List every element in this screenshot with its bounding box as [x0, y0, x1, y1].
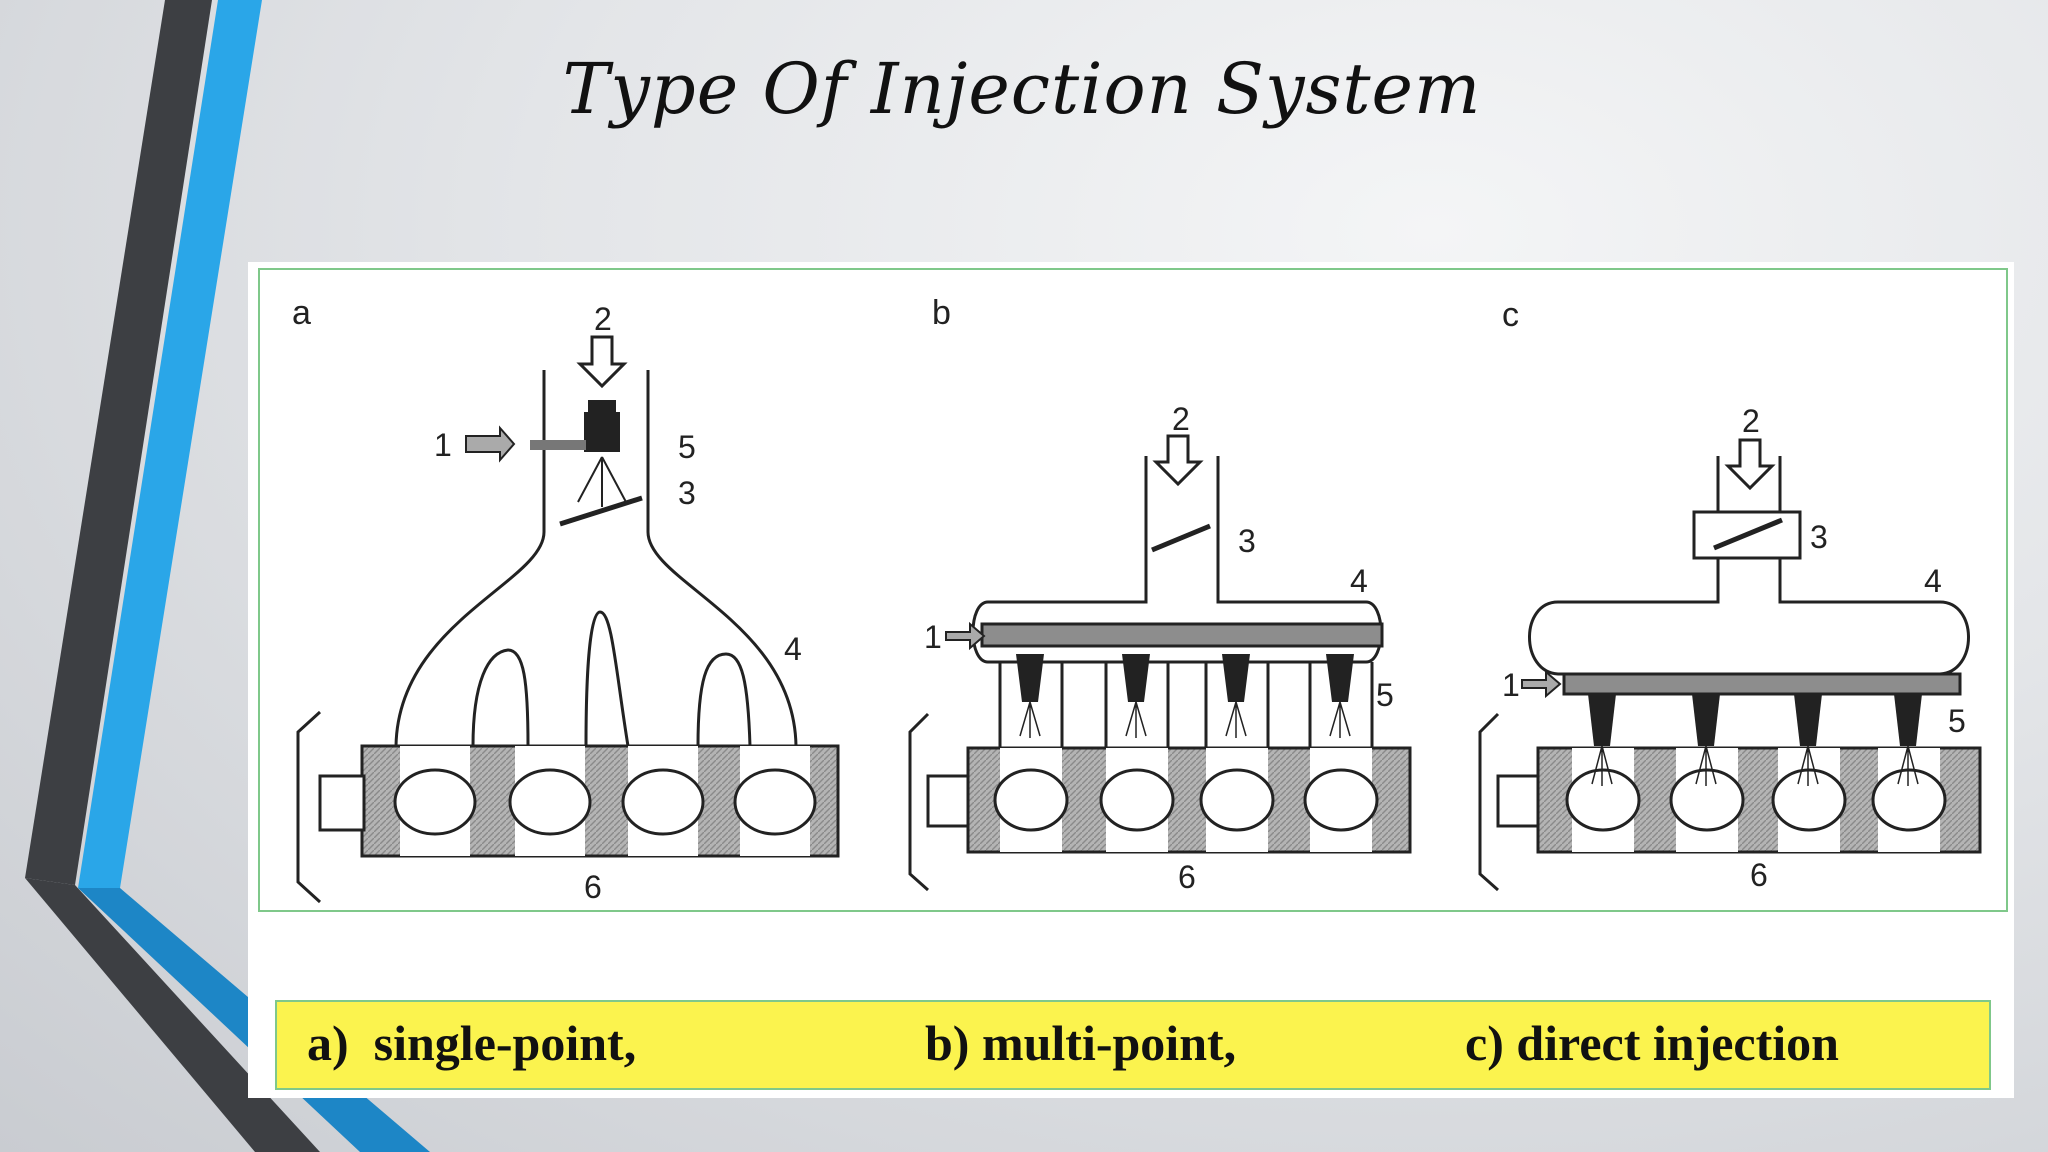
panel-c-flywheel — [1478, 712, 1540, 892]
panel-b-fuel-rail — [980, 622, 1384, 648]
panel-c-injectors — [1588, 694, 1922, 746]
panel-c-air-arrow — [1724, 438, 1776, 491]
slide-title: Type Of Injection System — [562, 48, 1482, 130]
panel-c-fuel-rail — [1562, 672, 1962, 696]
injection-diagram: a — [292, 294, 1982, 905]
panel-a-air-arrow — [576, 335, 628, 389]
panel-a-label-4: 4 — [784, 631, 802, 667]
panel-b-sprays — [1019, 701, 1351, 738]
panel-b-label-1: 1 — [924, 619, 942, 655]
panel-c-throttle-body — [1692, 510, 1802, 560]
caption-direct-injection: c) direct injection — [1465, 1015, 1839, 1071]
caption-single-point: a) single-point, — [307, 1015, 637, 1071]
panel-a-flywheel — [296, 710, 366, 904]
panel-b-fuel-arrow — [945, 621, 986, 651]
panel-b-injectors — [1016, 654, 1354, 702]
panel-b-letter: b — [932, 294, 951, 332]
panel-c: c — [1478, 296, 1982, 893]
panel-c-label-6: 6 — [1750, 857, 1768, 893]
panel-b: b — [908, 294, 1412, 895]
panel-a-label-6: 6 — [584, 869, 602, 905]
panel-b-label-6: 6 — [1178, 859, 1196, 895]
panel-c-cylinders — [1565, 748, 1947, 852]
panel-c-plenum — [1528, 558, 1970, 676]
panel-c-letter: c — [1502, 296, 1519, 334]
panel-c-throttle — [1713, 517, 1783, 551]
blue-stripe — [78, 0, 262, 888]
caption-multi-point: b) multi-point, — [925, 1015, 1237, 1071]
panel-b-air-arrow — [1152, 434, 1204, 487]
panel-c-label-3: 3 — [1810, 519, 1828, 555]
panel-a-label-2: 2 — [594, 301, 612, 337]
panel-c-label-4: 4 — [1924, 563, 1942, 599]
panel-c-label-5: 5 — [1948, 703, 1966, 739]
panel-c-sprays — [1591, 745, 1919, 786]
injection-figure: a — [248, 262, 2014, 1098]
panel-a-label-1: 1 — [434, 427, 452, 463]
panel-a-intake-manifold — [394, 370, 798, 747]
panel-a-label-5: 5 — [678, 429, 696, 465]
panel-a-injector — [530, 400, 643, 527]
panel-a-cylinders — [393, 746, 817, 856]
panel-a-letter: a — [292, 294, 311, 332]
panel-c-fuel-arrow — [1521, 669, 1562, 699]
dark-stripe — [25, 0, 212, 885]
panel-b-cylinders — [993, 748, 1379, 852]
panel-b-label-2: 2 — [1172, 401, 1190, 437]
panel-a: a — [292, 294, 840, 905]
panel-b-label-4: 4 — [1350, 563, 1368, 599]
dark-stripe-lower — [25, 878, 320, 1152]
panel-c-label-2: 2 — [1742, 403, 1760, 439]
panel-b-label-3: 3 — [1238, 523, 1256, 559]
panel-a-fuel-arrow — [465, 425, 516, 463]
panel-b-flywheel — [908, 712, 970, 892]
panel-b-plenum — [971, 456, 1383, 664]
panel-b-throttle — [1151, 523, 1211, 553]
figure-caption: a) single-point, b) multi-point, c) dire… — [275, 1000, 1991, 1090]
panel-c-intake — [1716, 456, 1782, 512]
panel-a-label-3: 3 — [678, 475, 696, 511]
panel-b-runners — [998, 662, 1374, 748]
panel-c-label-1: 1 — [1502, 667, 1520, 703]
panel-b-label-5: 5 — [1376, 677, 1394, 713]
